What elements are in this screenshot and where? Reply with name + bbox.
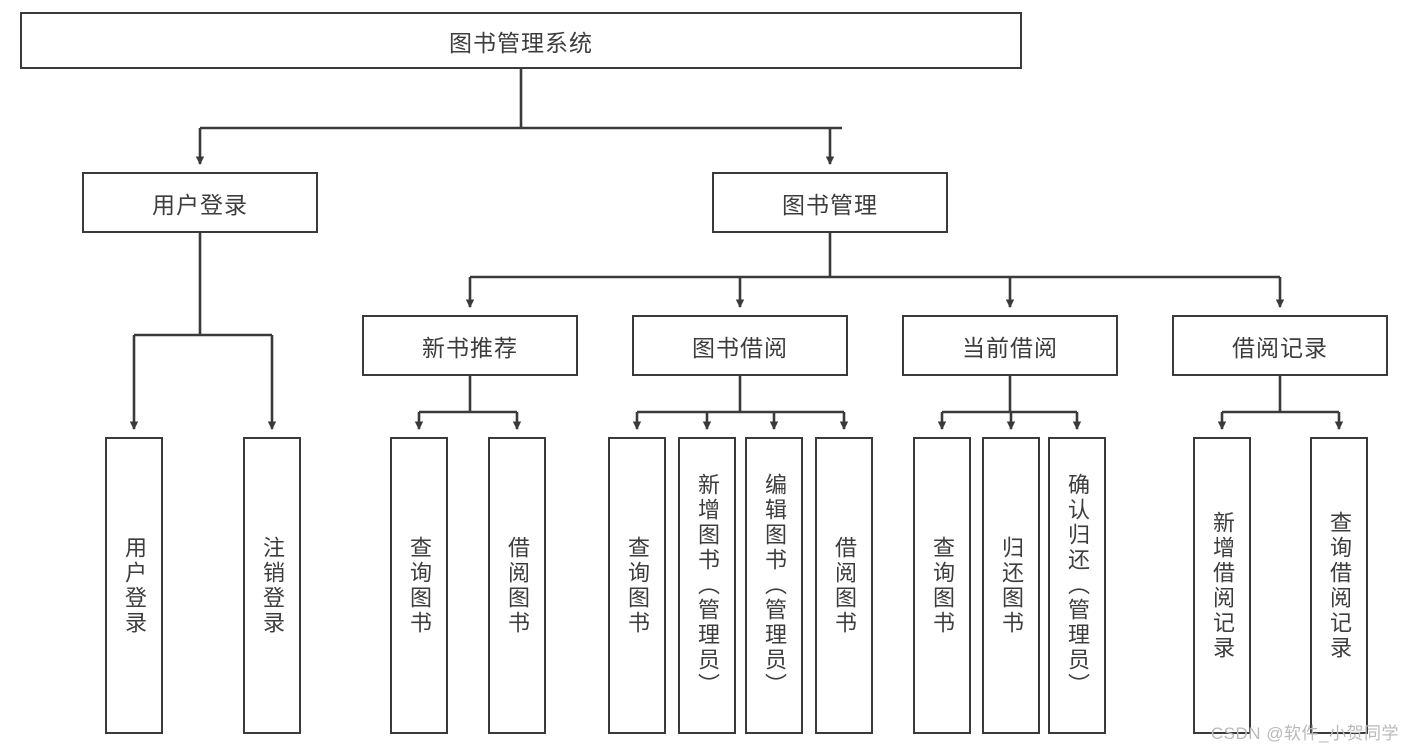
- node-leaf-logout[interactable]: 注销登录: [243, 437, 301, 734]
- node-leaf-return-book[interactable]: 归还图书: [982, 437, 1040, 734]
- node-leaf-borrow-book-2[interactable]: 借阅图书: [815, 437, 873, 734]
- node-leaf-user-login[interactable]: 用户登录: [105, 437, 163, 734]
- node-leaf-add-borrow-record[interactable]: 新增借阅记录: [1193, 437, 1251, 734]
- node-book-borrow[interactable]: 图书借阅: [632, 315, 848, 376]
- node-leaf-borrow-book-1[interactable]: 借阅图书: [488, 437, 546, 734]
- node-leaf-edit-book-admin[interactable]: 编辑图书（管理员）: [745, 437, 803, 734]
- csdn-watermark: CSDN @软件_小贺同学: [1210, 724, 1399, 743]
- node-leaf-confirm-return-admin[interactable]: 确认归还（管理员）: [1048, 437, 1106, 734]
- node-borrow-records[interactable]: 借阅记录: [1172, 315, 1388, 376]
- node-book-management[interactable]: 图书管理: [712, 172, 948, 233]
- node-leaf-query-book-3[interactable]: 查询图书: [913, 437, 971, 734]
- node-leaf-query-borrow-record[interactable]: 查询借阅记录: [1310, 437, 1368, 734]
- node-user-login[interactable]: 用户登录: [82, 172, 318, 233]
- node-leaf-query-book-2[interactable]: 查询图书: [608, 437, 666, 734]
- node-leaf-add-book-admin[interactable]: 新增图书（管理员）: [678, 437, 736, 734]
- node-new-book-recommend[interactable]: 新书推荐: [362, 315, 578, 376]
- node-current-borrow[interactable]: 当前借阅: [902, 315, 1118, 376]
- node-leaf-query-book-1[interactable]: 查询图书: [390, 437, 448, 734]
- node-root[interactable]: 图书管理系统: [20, 12, 1022, 69]
